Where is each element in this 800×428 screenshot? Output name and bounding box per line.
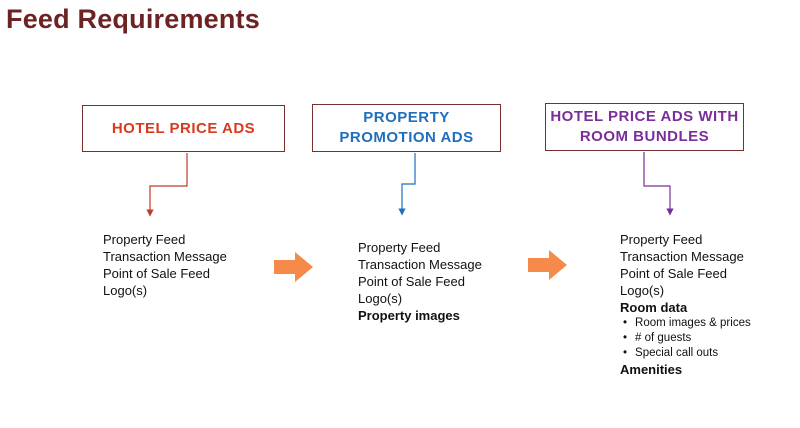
property-promotion-ads-label: PROPERTY PROMOTION ADS	[339, 109, 474, 146]
property-images-item: Property images	[358, 308, 460, 323]
list-item: Transaction Message	[620, 249, 744, 264]
list-item: Property Feed	[620, 232, 703, 247]
hotel-price-ads-box: HOTEL PRICE ADS	[82, 105, 285, 152]
property-promotion-ads-box: PROPERTY PROMOTION ADS	[312, 104, 501, 152]
hotel-price-ads-room-bundles-label: HOTEL PRICE ADS WITH ROOM BUNDLES	[550, 108, 739, 145]
room-bundles-requirements: Property Feed Transaction Message Point …	[620, 231, 751, 378]
connector-room-bundles	[643, 152, 674, 216]
connector-hotel-price-ads	[146, 153, 188, 217]
list-item: Transaction Message	[358, 257, 482, 272]
right-arrow-icon	[274, 252, 313, 282]
list-item: Point of Sale Feed	[103, 266, 210, 281]
list-item: Property Feed	[358, 240, 441, 255]
right-arrow-icon	[528, 250, 567, 280]
room-data-bullet: Special call outs	[620, 346, 751, 361]
room-data-list: Room images & prices # of guests Special…	[620, 316, 751, 361]
hotel-price-ads-requirements: Property Feed Transaction Message Point …	[103, 231, 227, 299]
amenities-item: Amenities	[620, 362, 683, 377]
room-data-bullet: Room images & prices	[620, 316, 751, 331]
room-data-bullet: # of guests	[620, 331, 751, 346]
list-item: Point of Sale Feed	[620, 266, 727, 281]
list-item: Logo(s)	[620, 283, 665, 298]
property-promotion-ads-requirements: Property Feed Transaction Message Point …	[358, 239, 482, 324]
hotel-price-ads-room-bundles-box: HOTEL PRICE ADS WITH ROOM BUNDLES	[545, 103, 744, 151]
list-item: Logo(s)	[358, 291, 403, 306]
page-title: Feed Requirements	[6, 4, 260, 34]
connector-property-promotion-ads	[398, 153, 416, 216]
room-data-heading: Room data	[620, 300, 688, 315]
list-item: Logo(s)	[103, 283, 148, 298]
list-item: Property Feed	[103, 232, 186, 247]
list-item: Point of Sale Feed	[358, 274, 465, 289]
list-item: Transaction Message	[103, 249, 227, 264]
hotel-price-ads-label: HOTEL PRICE ADS	[111, 119, 256, 137]
